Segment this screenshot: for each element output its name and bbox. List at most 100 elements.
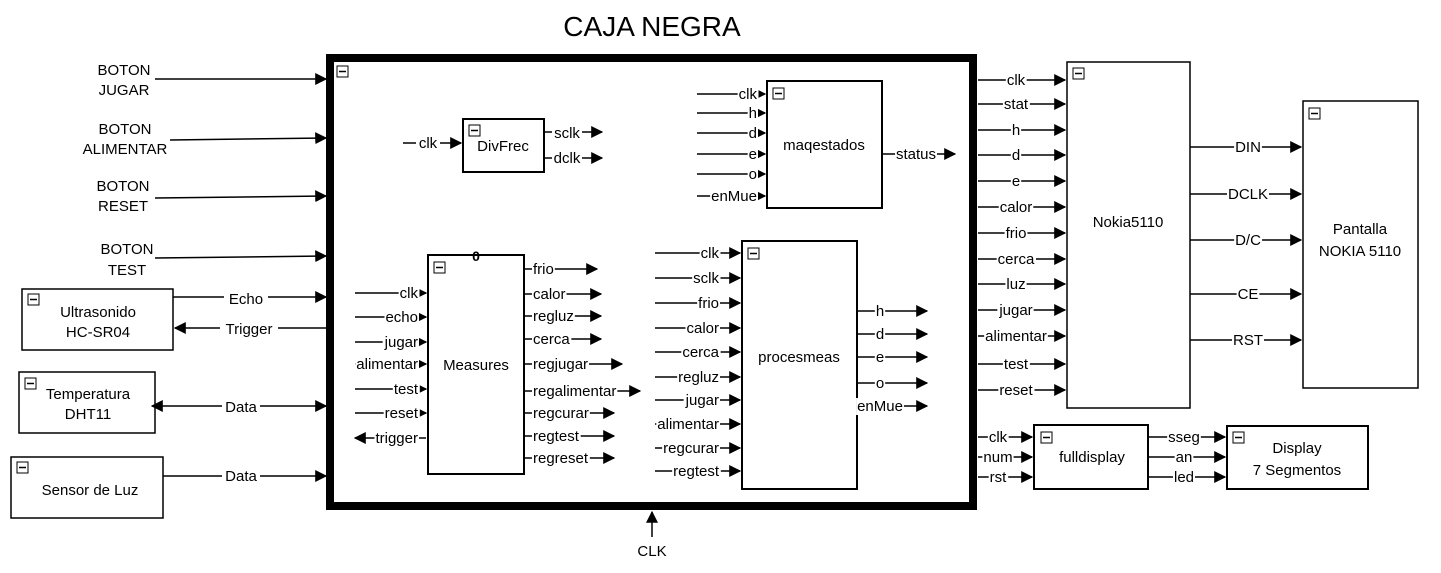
procesmeas-in-clk: clk: [701, 245, 720, 262]
clk-input-label: CLK: [637, 543, 666, 560]
data-temp-label: Data: [225, 399, 257, 416]
nokia-in-reset: reset: [999, 382, 1033, 399]
display7-label-1: Display: [1272, 440, 1322, 457]
boton-test-label-1: BOTON: [100, 241, 153, 258]
nokia-out-DIN: DIN: [1235, 139, 1261, 156]
collapse-icon[interactable]: [747, 247, 760, 260]
nokia5110-block: [1066, 61, 1191, 409]
collapse-icon[interactable]: [16, 461, 29, 474]
collapse-icon[interactable]: [336, 65, 349, 78]
procesmeas-in-regluz: regluz: [678, 369, 719, 386]
procesmeas-out-enMue: enMue: [857, 398, 903, 415]
fulldisplay-in-clk: clk: [989, 429, 1008, 446]
nokia-out-DCLK: DCLK: [1228, 186, 1268, 203]
procesmeas-in-alimentar: alimentar: [657, 416, 719, 433]
echo-label: Echo: [229, 291, 263, 308]
collapse-icon[interactable]: [1072, 67, 1085, 80]
display7-box: [1226, 425, 1369, 490]
procesmeas-out-o: o: [876, 375, 884, 392]
procesmeas-out-h: h: [876, 303, 884, 320]
nokia-out-RST: RST: [1233, 332, 1263, 349]
measures-out-regalimentar: regalimentar: [533, 383, 616, 400]
divfrec-out-sclk: sclk: [554, 125, 580, 142]
collapse-icon[interactable]: [24, 377, 37, 390]
maqestados-in-clk: clk: [739, 86, 758, 103]
ultrasonido-label-2: HC-SR04: [66, 324, 130, 341]
collapse-icon[interactable]: [468, 124, 481, 137]
measures-in-jugar: jugar: [384, 334, 418, 351]
divfrec-in-clk: clk: [419, 135, 438, 152]
procesmeas-in-jugar: jugar: [685, 392, 719, 409]
measures-in-reset: reset: [385, 405, 419, 422]
collapse-icon[interactable]: [433, 261, 446, 274]
measures-out-cerca: cerca: [533, 331, 570, 348]
maqestados-in-enMue: enMue: [711, 188, 757, 205]
procesmeas-in-regcurar: regcurar: [663, 440, 719, 457]
measures-out-regreset: regreset: [533, 450, 589, 467]
procesmeas-in-cerca: cerca: [682, 344, 719, 361]
fulldisplay-name: fulldisplay: [1059, 449, 1125, 466]
display7-label-2: 7 Segmentos: [1253, 462, 1341, 479]
boton-reset-label-1: BOTON: [96, 178, 149, 195]
temperatura-label-1: Temperatura: [46, 386, 131, 403]
nokia-in-calor: calor: [1000, 199, 1033, 216]
measures-out-regtest: regtest: [533, 428, 580, 445]
boton-test-wire: [154, 250, 328, 263]
ultrasonido-box: [21, 288, 174, 351]
procesmeas-out-e: e: [876, 349, 884, 366]
procesmeas-in-calor: calor: [686, 320, 719, 337]
collapse-icon[interactable]: [1040, 431, 1053, 444]
boton-test-label-2: TEST: [108, 262, 146, 279]
nokia5110-name: Nokia5110: [1093, 214, 1164, 231]
procesmeas-name: procesmeas: [758, 349, 840, 366]
nokia-in-e: e: [1012, 173, 1020, 190]
fulldisplay-in-rst: rst: [990, 469, 1007, 486]
procesmeas-in-regtest: regtest: [673, 463, 720, 480]
nokia-in-test: test: [1004, 356, 1029, 373]
measures-name: Measures: [443, 357, 509, 374]
maqestados-block: [766, 80, 883, 209]
pantalla-box: [1302, 100, 1419, 389]
nokia-in-stat: stat: [1004, 96, 1029, 113]
ultrasonido-label-1: Ultrasonido: [60, 304, 136, 321]
maqestados-out-status: status: [896, 146, 936, 163]
collapse-icon[interactable]: [1232, 431, 1245, 444]
diagram-title: CAJA NEGRA: [563, 11, 741, 42]
nokia-in-h: h: [1012, 122, 1020, 139]
measures-in-echo: echo: [385, 309, 418, 326]
nokia-in-clk: clk: [1007, 72, 1026, 89]
measures-badge: 0: [472, 248, 480, 264]
measures-out-frio: frio: [533, 261, 554, 278]
maqestados-in-h: h: [749, 105, 757, 122]
fulldisplay-out-sseg: sseg: [1168, 429, 1200, 446]
collapse-icon[interactable]: [772, 87, 785, 100]
collapse-icon[interactable]: [27, 293, 40, 306]
measures-in-trigger: trigger: [375, 430, 418, 447]
nokia-in-frio: frio: [1006, 225, 1027, 242]
fulldisplay-in-num: num: [983, 449, 1012, 466]
measures-out-regcurar: regcurar: [533, 405, 589, 422]
boton-alimentar-label-2: ALIMENTAR: [83, 141, 168, 158]
divfrec-name: DivFrec: [477, 138, 529, 155]
nokia-in-jugar: jugar: [998, 302, 1032, 319]
maqestados-in-o: o: [749, 166, 757, 183]
nokia-out-CE: CE: [1238, 286, 1259, 303]
maqestados-in-d: d: [749, 125, 757, 142]
fulldisplay-out-an: an: [1176, 449, 1193, 466]
pantalla-label-1: Pantalla: [1333, 221, 1388, 238]
measures-out-regjugar: regjugar: [533, 356, 588, 373]
nokia-in-luz: luz: [1006, 276, 1025, 293]
measures-out-calor: calor: [533, 286, 566, 303]
pantalla-label-2: NOKIA 5110: [1319, 243, 1401, 260]
procesmeas-in-frio: frio: [698, 295, 719, 312]
data-luz-label: Data: [225, 468, 257, 485]
nokia-in-alimentar: alimentar: [985, 328, 1047, 345]
nokia-in-cerca: cerca: [998, 251, 1035, 268]
sensor-luz-box: [10, 456, 164, 519]
sensor-luz-label: Sensor de Luz: [42, 482, 139, 499]
temperatura-label-2: DHT11: [65, 406, 111, 423]
collapse-icon[interactable]: [1308, 107, 1321, 120]
procesmeas-in-sclk: sclk: [693, 270, 719, 287]
measures-in-clk: clk: [400, 285, 419, 302]
